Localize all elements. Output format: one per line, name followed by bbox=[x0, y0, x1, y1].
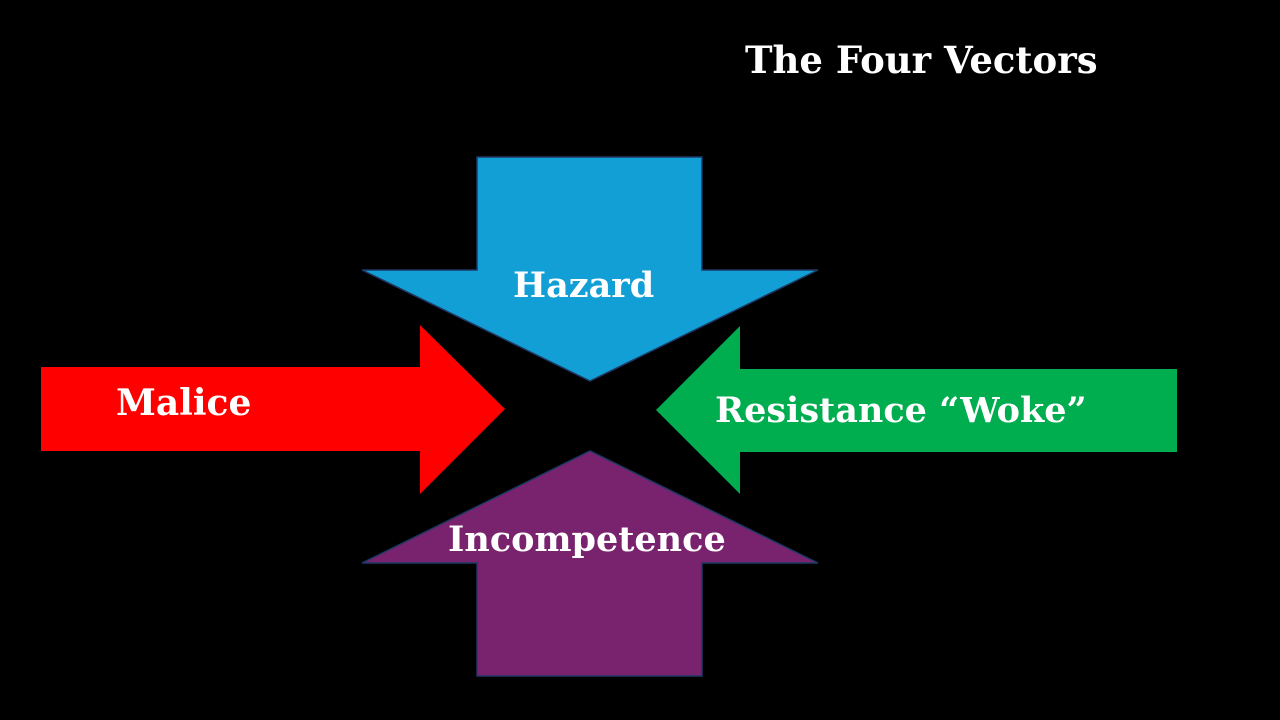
incompetence-arrow bbox=[361, 450, 819, 677]
resistance-arrow bbox=[656, 326, 1177, 494]
resistance-label: Resistance “Woke” bbox=[715, 390, 1087, 431]
malice-label: Malice bbox=[116, 382, 252, 424]
malice-arrow bbox=[41, 325, 505, 494]
hazard-label: Hazard bbox=[513, 265, 655, 306]
hazard-arrow bbox=[361, 156, 819, 382]
incompetence-label: Incompetence bbox=[448, 519, 726, 560]
slide-title: The Four Vectors bbox=[745, 38, 1098, 82]
